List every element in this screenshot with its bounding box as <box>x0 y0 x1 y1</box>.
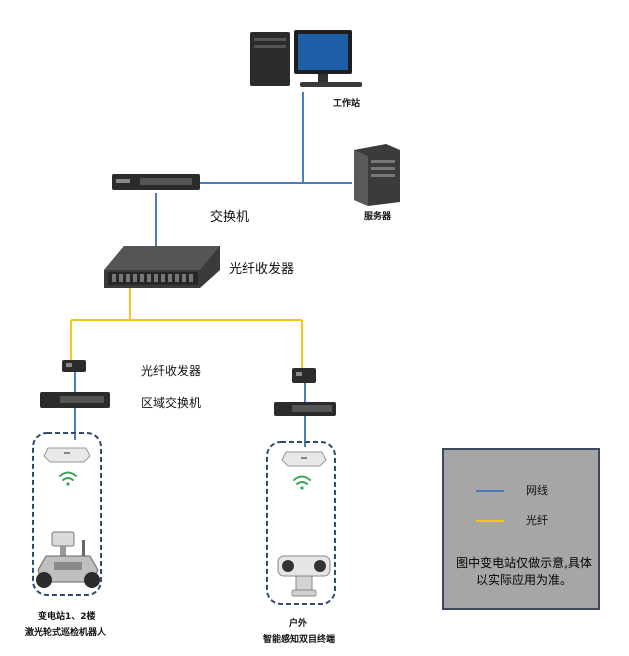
workstation-computer-icon <box>250 30 362 87</box>
wireless-access-point-icon <box>43 447 91 463</box>
area-switch-label: 区域交换机 <box>141 396 202 410</box>
legend-fiber-label: 光纤 <box>526 514 548 527</box>
network-switch-icon <box>112 174 200 190</box>
left-site-label-line2: 激光轮式巡检机器人 <box>25 628 107 638</box>
binocular-camera-icon <box>277 555 331 597</box>
right-site-zone <box>266 441 336 605</box>
network-lines <box>74 92 352 447</box>
fiber-transceiver-main-label: 光纤收发器 <box>229 262 295 277</box>
fiber-lines <box>70 286 303 368</box>
right-site-label-line1: 户外 <box>289 619 308 629</box>
wifi-signal-icon <box>59 471 77 486</box>
server-label: 服务器 <box>364 212 392 222</box>
server-tower-icon <box>354 144 400 206</box>
legend-network-line-label: 网线 <box>526 484 548 497</box>
wireless-access-point-icon <box>281 451 327 467</box>
media-converter-icon <box>62 360 86 372</box>
network-switch-icon <box>40 392 110 408</box>
inspection-robot-icon <box>36 531 100 588</box>
fiber-transceiver-area-label: 光纤收发器 <box>141 364 202 378</box>
right-site-label-line2: 智能感知双目终端 <box>263 635 336 645</box>
legend-fiber-swatch <box>476 520 504 522</box>
wifi-signal-icon <box>293 475 311 490</box>
left-site-label-line1: 变电站1、2楼 <box>38 612 96 622</box>
legend-box: 网线 光纤 图中变电站仅做示意,具体以实际应用为准。 <box>442 448 600 610</box>
left-site-zone <box>32 432 102 596</box>
media-converter-icon <box>292 368 316 383</box>
workstation-label: 工作站 <box>333 99 361 109</box>
fiber-transceiver-rack-icon <box>104 246 220 288</box>
switch-label: 交换机 <box>210 210 250 225</box>
legend-note: 图中变电站仅做示意,具体以实际应用为准。 <box>456 556 592 587</box>
network-switch-icon <box>274 402 336 416</box>
legend-network-line-swatch <box>476 490 504 492</box>
